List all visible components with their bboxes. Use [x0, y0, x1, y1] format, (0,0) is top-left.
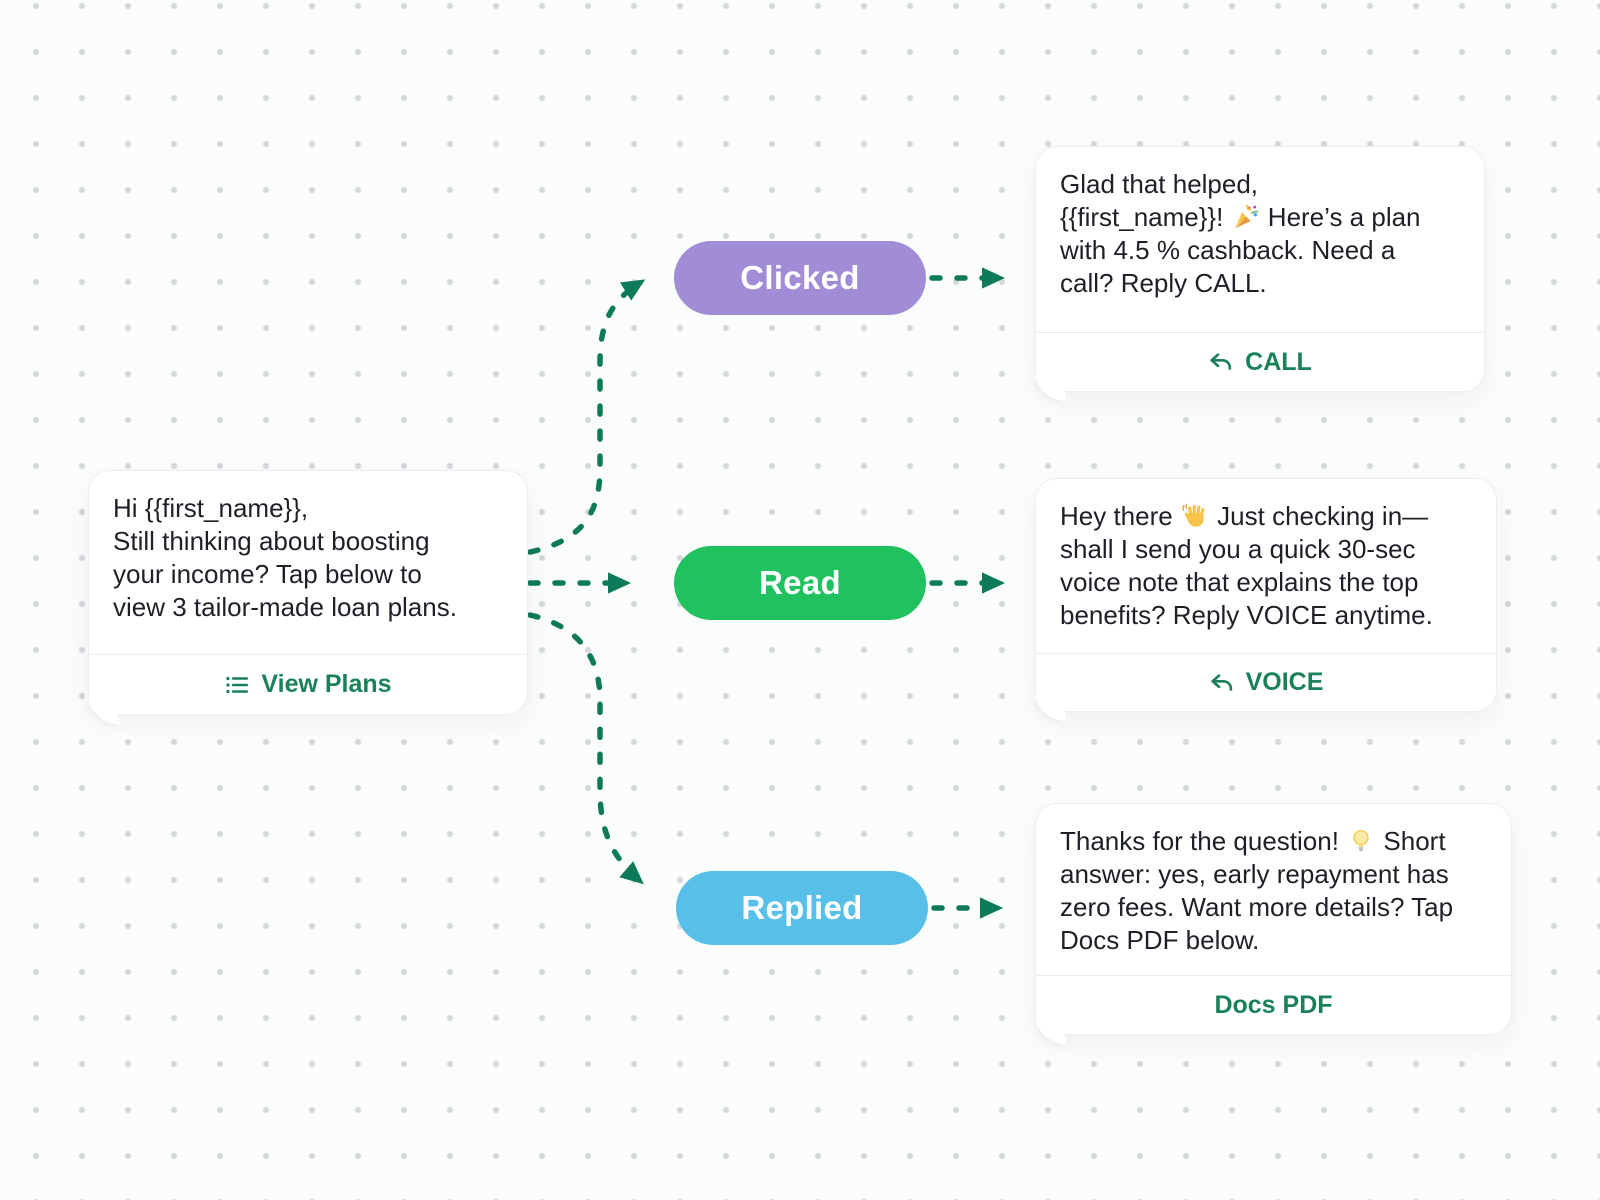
reply-text-clicked: Glad that helped,{{first_name}}! Here’s …: [1060, 169, 1421, 298]
waving-hand-emoji: [1182, 503, 1205, 527]
view-plans-label: View Plans: [261, 670, 392, 698]
call-button-label: CALL: [1245, 347, 1312, 376]
voice-button-label: VOICE: [1245, 668, 1324, 696]
view-plans-button[interactable]: View Plans: [89, 654, 527, 714]
trigger-message-card[interactable]: Hi {{first_name}},Still thinking about b…: [88, 470, 528, 715]
trigger-message-text: Hi {{first_name}},Still thinking about b…: [113, 493, 457, 622]
status-pill-read[interactable]: Read: [674, 546, 926, 620]
list-icon: [226, 676, 249, 693]
reply-card-clicked[interactable]: Glad that helped,{{first_name}}! Here’s …: [1035, 146, 1485, 392]
connector-trigger-to-clicked: [527, 279, 646, 555]
status-pill-replied[interactable]: Replied: [676, 871, 928, 945]
reply-text-read: Hey there Just checking in—shall I send …: [1060, 501, 1433, 630]
reply-card-read[interactable]: Hey there Just checking in—shall I send …: [1035, 478, 1497, 712]
reply-arrow-icon: [1210, 673, 1232, 691]
party-popper-emoji: [1235, 204, 1259, 229]
connector-trigger-to-replied: [527, 612, 644, 885]
reply-arrow-icon: [1210, 353, 1232, 370]
call-button[interactable]: CALL: [1036, 332, 1484, 391]
voice-button[interactable]: VOICE: [1036, 653, 1496, 711]
status-pill-clicked[interactable]: Clicked: [674, 241, 926, 315]
docs-pdf-button[interactable]: Docs PDF: [1036, 975, 1511, 1034]
light-bulb-emoji: [1353, 830, 1369, 852]
docs-pdf-button-label: Docs PDF: [1214, 990, 1333, 1019]
